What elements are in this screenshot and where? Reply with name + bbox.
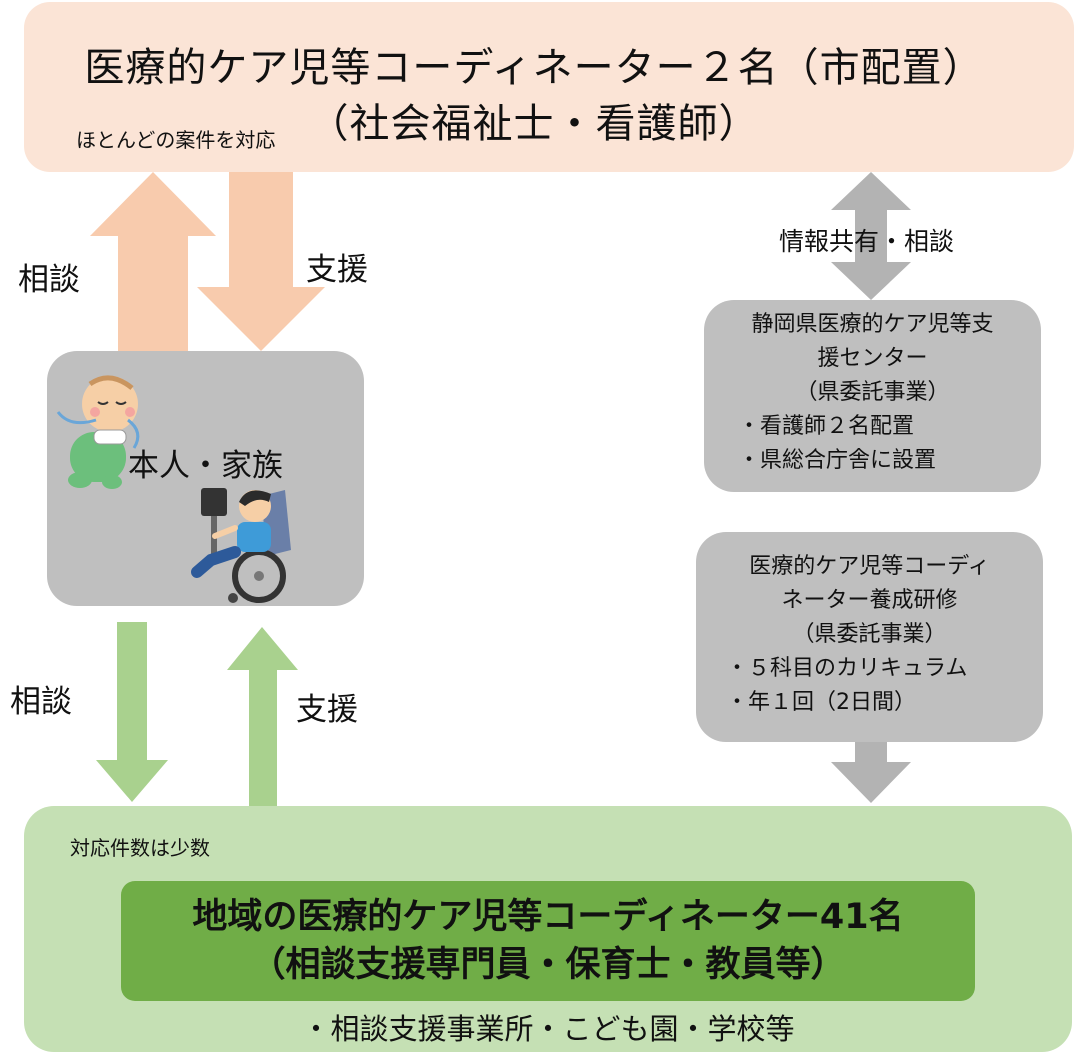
family-label: 本人・家族 [128,448,283,484]
city-coordinator-title: 医療的ケア児等コーディネーター２名（市配置） （社会福祉士・看護師） [84,45,984,147]
bottom-consult-label: 相談 [10,684,72,720]
support-center-line: 援センター [817,346,928,371]
training-program-line: 医療的ケア児等コーディ [749,554,990,579]
training-program-line: ネーター養成研修 [781,588,958,613]
info-share-double-arrow [831,172,911,300]
local-coordinators-places: ・相談支援事業所・こども園・学校等 [301,1012,795,1046]
training-program-line: ・５科目のカリキュラム [726,656,968,681]
support-center-line: ・看護師２名配置 [738,414,915,439]
support-up-arrow-green [227,627,298,806]
support-center-line: ・県総合庁舎に設置 [738,448,937,473]
support-center-line: 静岡県医療的ケア児等支 [751,312,994,337]
training-program-line: ・年１回（2日間） [726,690,916,715]
local-coordinators-note: 対応件数は少数 [70,836,210,860]
city-coordinator-note: ほとんどの案件を対応 [76,128,276,152]
child-in-wheelchair-icon [191,488,291,603]
top-support-label: 支援 [306,252,368,288]
support-center-box: 静岡県医療的ケア児等支 援センター （県委託事業） ・看護師２名配置 ・県総合庁… [704,300,1041,492]
consult-down-arrow-green [96,622,168,802]
city-coordinator-box [24,2,1074,172]
support-center-line: （県委託事業） [795,380,950,405]
local-coordinators-title-box: 地域の医療的ケア児等コーディネーター41名 （相談支援専門員・保育士・教員等） [121,881,975,1001]
training-program-box: 医療的ケア児等コーディ ネーター養成研修 （県委託事業） ・５科目のカリキュラム… [696,532,1043,742]
baby-with-oxygen-icon [56,375,140,489]
bottom-support-label: 支援 [296,692,358,728]
local-coordinators-subtitle: （相談支援専門員・保育士・教員等） [250,945,846,985]
support-down-arrow-orange [197,172,325,351]
consult-up-arrow-orange [90,172,216,351]
training-program-line: （県委託事業） [792,622,947,647]
training-down-arrow [831,742,911,803]
info-share-label: 情報共有・相談 [779,227,955,256]
top-consult-label: 相談 [18,262,80,298]
local-coordinators-title: 地域の医療的ケア児等コーディネーター41名 [192,897,904,937]
